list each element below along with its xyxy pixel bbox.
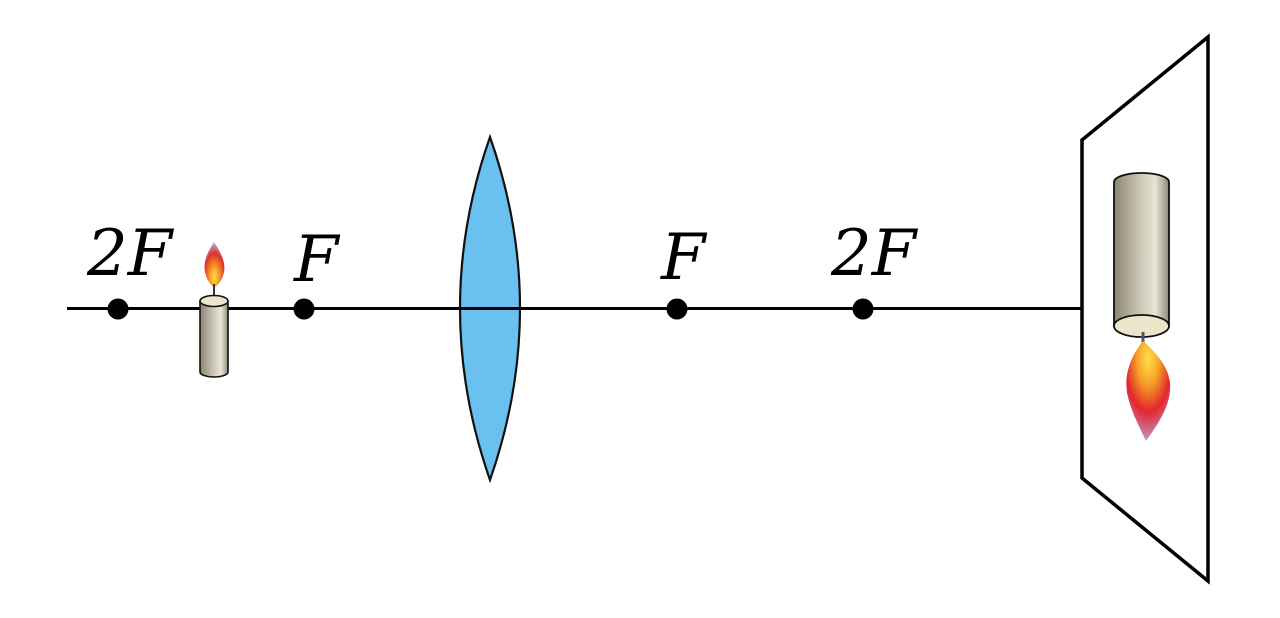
candle-body: [199, 300, 229, 378]
candle-flame-icon: [204, 242, 225, 287]
point-f-right: [666, 298, 688, 320]
image-flame-icon: [1126, 341, 1171, 441]
point-2f-right: [852, 298, 874, 320]
label-2f-right: 2F: [830, 217, 919, 291]
candle-top: [199, 294, 229, 308]
inverted-image-candle: [1113, 172, 1171, 441]
point-f-left: [293, 298, 315, 320]
label-2f-left: 2F: [86, 217, 175, 291]
label-f-left: F: [293, 223, 341, 297]
point-2f-left: [107, 298, 129, 320]
object-candle: [199, 242, 229, 378]
label-f-right: F: [660, 221, 708, 295]
image-candle-body: [1113, 172, 1170, 327]
